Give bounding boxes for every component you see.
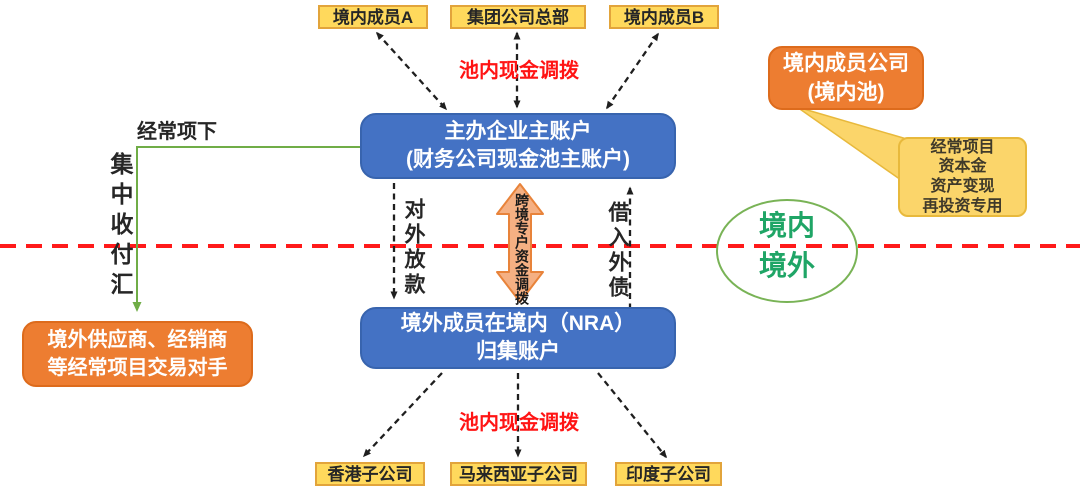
arrow-member-b (606, 32, 659, 110)
node-label: 境内成员B (623, 8, 705, 27)
border-circle-text: 境内 境外 (717, 206, 857, 286)
main-account-line1: 主办企业主账户 (444, 119, 592, 143)
foreign-debt-label: 借入外债 (606, 201, 629, 301)
arrow-hongkong-sub (362, 372, 443, 458)
node-nra-account[interactable]: 境外成员在境内（NRA） 归集账户 (360, 307, 676, 369)
arrow-member-a (375, 31, 448, 111)
node-main-account[interactable]: 主办企业主账户 (财务公司现金池主账户) (360, 113, 676, 179)
callout-line: 资产变现 (930, 178, 995, 195)
counterparty-line2: 等经常项目交易对手 (47, 357, 228, 379)
node-overseas-counterparty[interactable]: 境外供应商、经销商 等经常项目交易对手 (22, 321, 253, 387)
nra-account-line1: 境外成员在境内（NRA） (400, 311, 636, 335)
node-hongkong-subsidiary[interactable]: 香港子公司 (315, 462, 425, 486)
node-domestic-member-a[interactable]: 境内成员A (318, 5, 428, 29)
domestic-pool-line2: (境内池) (807, 81, 885, 104)
domestic-pool-line1: 境内成员公司 (783, 51, 909, 75)
node-domestic-member-b[interactable]: 境内成员B (609, 5, 719, 29)
node-india-subsidiary[interactable]: 印度子公司 (615, 462, 722, 486)
outside-border-label: 境外 (758, 250, 815, 281)
cross-border-transfer-label: 跨境专户资金调拨 (514, 193, 530, 305)
node-domestic-pool[interactable]: 境内成员公司 (境内池) (768, 46, 924, 110)
pool-cash-transfer-label-bottom: 池内现金调拨 (459, 412, 579, 434)
centralized-payment-label: 集中收付汇 (107, 152, 133, 302)
node-label: 境内成员A (332, 8, 414, 27)
current-account-label: 经常项下 (137, 121, 217, 143)
counterparty-line1: 境外供应商、经销商 (47, 329, 228, 351)
pool-usage-callout: 经常项目 资本金 资产变现 再投资专用 (898, 137, 1027, 217)
cross-border-double-arrow (496, 183, 544, 303)
callout-line: 资本金 (938, 158, 987, 176)
callout-line: 经常项目 (930, 138, 995, 156)
node-label: 马来西亚子公司 (459, 465, 578, 484)
pool-cash-transfer-label-top: 池内现金调拨 (459, 60, 579, 82)
node-group-headquarters[interactable]: 集团公司总部 (450, 5, 586, 29)
arrow-india-sub (597, 372, 667, 459)
outbound-loan-label: 对外放款 (402, 198, 425, 298)
node-malaysia-subsidiary[interactable]: 马来西亚子公司 (450, 462, 587, 486)
callout-line: 再投资专用 (922, 197, 1003, 215)
main-account-line2: (财务公司现金池主账户) (406, 148, 630, 171)
node-label: 印度子公司 (626, 465, 711, 484)
node-label: 集团公司总部 (467, 8, 569, 27)
border-circle (716, 199, 858, 303)
current-account-flow-arrow (132, 146, 360, 312)
node-label: 香港子公司 (327, 465, 413, 484)
inside-border-label: 境内 (758, 210, 815, 241)
nra-account-line2: 归集账户 (476, 340, 560, 363)
